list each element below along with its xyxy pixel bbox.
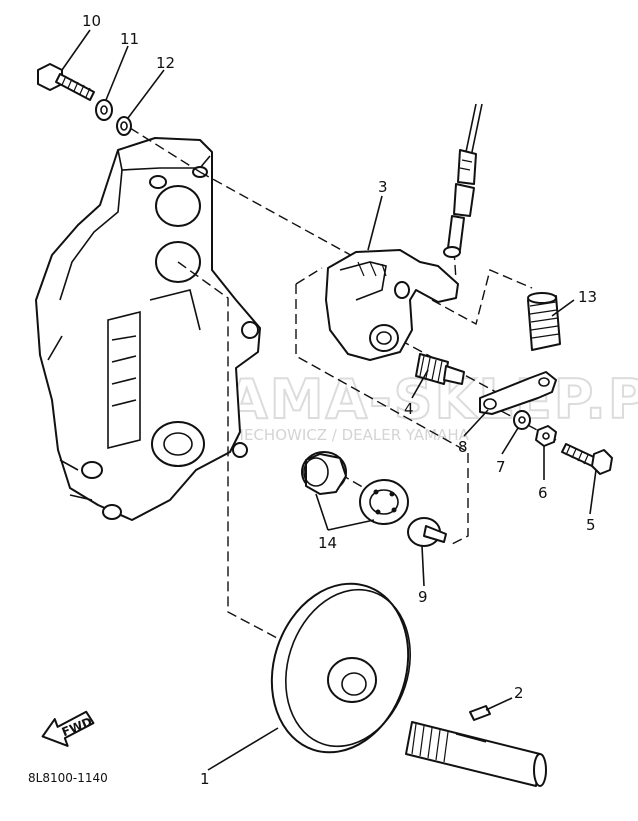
callout-5: 5 xyxy=(586,516,596,534)
callout-labels: 10 11 12 3 13 4 8 7 6 5 14 9 1 2 xyxy=(82,12,597,788)
part-14-bearing xyxy=(359,479,409,525)
callout-12: 12 xyxy=(156,54,175,72)
callout-8: 8 xyxy=(458,438,468,456)
watermark: YAMA-SKLEP.PL WOJCIECHOWICZ / DEALER YAM… xyxy=(79,361,638,459)
part-10-bolt xyxy=(37,63,95,101)
callout-1: 1 xyxy=(200,770,210,788)
throttle-cable xyxy=(443,103,483,258)
callout-14: 14 xyxy=(318,534,337,552)
part-3-bracket xyxy=(325,249,459,361)
callout-4: 4 xyxy=(404,400,414,418)
part-5-bolt xyxy=(561,443,613,475)
crankcase-housing xyxy=(35,137,261,521)
part-2-key xyxy=(469,705,491,721)
callout-3: 3 xyxy=(378,178,388,196)
part-13-spring xyxy=(527,292,561,351)
part-8-link-arm xyxy=(479,371,557,415)
part-12-washer xyxy=(116,116,132,136)
part-code-label: 8L8100-1140 xyxy=(28,771,108,785)
watermark-sub-text: WOJCIECHOWICZ / DEALER YAMAHA xyxy=(198,426,470,444)
callout-7: 7 xyxy=(496,458,506,476)
drive-shaft xyxy=(405,721,547,787)
part-6-nut xyxy=(535,425,557,447)
part-14-cap xyxy=(301,451,347,495)
callout-11: 11 xyxy=(120,30,139,48)
callout-6: 6 xyxy=(538,484,548,502)
part-7-washer xyxy=(513,410,531,430)
fwd-arrow-icon: FWD xyxy=(41,710,95,747)
part-9-plate xyxy=(407,517,447,547)
callout-13: 13 xyxy=(578,288,597,306)
leader-lines xyxy=(61,29,597,771)
callout-2: 2 xyxy=(514,684,524,702)
callout-9: 9 xyxy=(418,588,428,606)
callout-10: 10 xyxy=(82,12,101,30)
watermark-main-text: YAMA-SKLEP.PL xyxy=(189,368,638,431)
part-11-lock-washer xyxy=(95,99,113,121)
part-1-sheave xyxy=(270,582,411,754)
